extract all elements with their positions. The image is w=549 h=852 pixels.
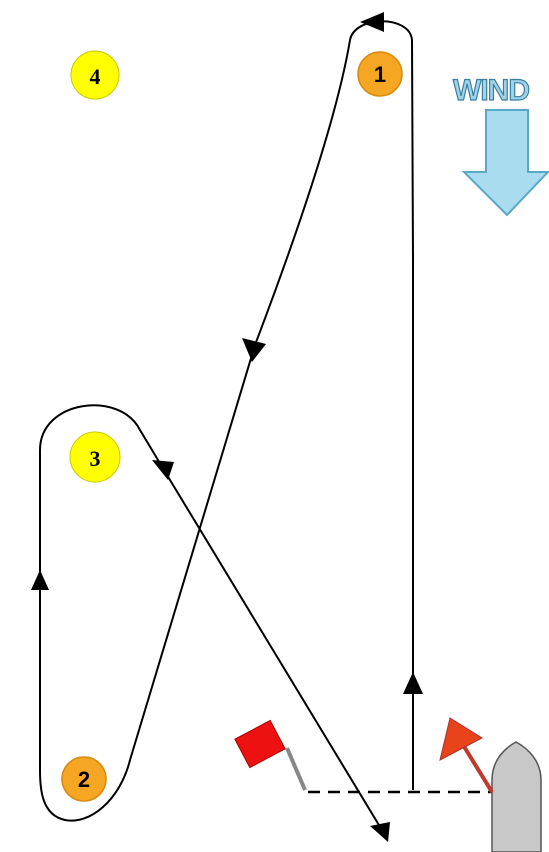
course-arrow-finish [370, 822, 390, 842]
mark-4-buoy [70, 50, 120, 100]
mark-1-buoy [357, 51, 403, 97]
wind-label: WIND [453, 74, 529, 107]
mark-4-label: 4 [90, 64, 101, 89]
mark-1-label: 1 [374, 62, 386, 87]
course-arrow-top [360, 12, 384, 32]
course-arrow-left-leg [31, 570, 49, 590]
mark-3: 3 [69, 431, 121, 483]
start-line-area [234, 717, 542, 852]
wind-arrow [461, 109, 549, 217]
course-path [39, 20, 414, 836]
mark-2-label: 2 [78, 767, 90, 792]
pin-flag [234, 719, 286, 769]
mark-2: 2 [61, 756, 107, 802]
mark-2-buoy [61, 756, 107, 802]
committee-boat [491, 741, 542, 852]
mark-3-buoy [69, 431, 121, 483]
mark-1: 1 [357, 51, 403, 97]
course-arrow-reach [152, 460, 174, 480]
course-arrow-downwind [242, 338, 266, 362]
boat-flag-pole [458, 738, 494, 794]
pin-flag-pole [285, 747, 307, 791]
mark-3-label: 3 [90, 446, 101, 471]
mark-4: 4 [70, 50, 120, 100]
boat-flag [439, 717, 484, 761]
course-arrow-upwind [403, 672, 423, 694]
wind-indicator: WIND [452, 73, 549, 217]
